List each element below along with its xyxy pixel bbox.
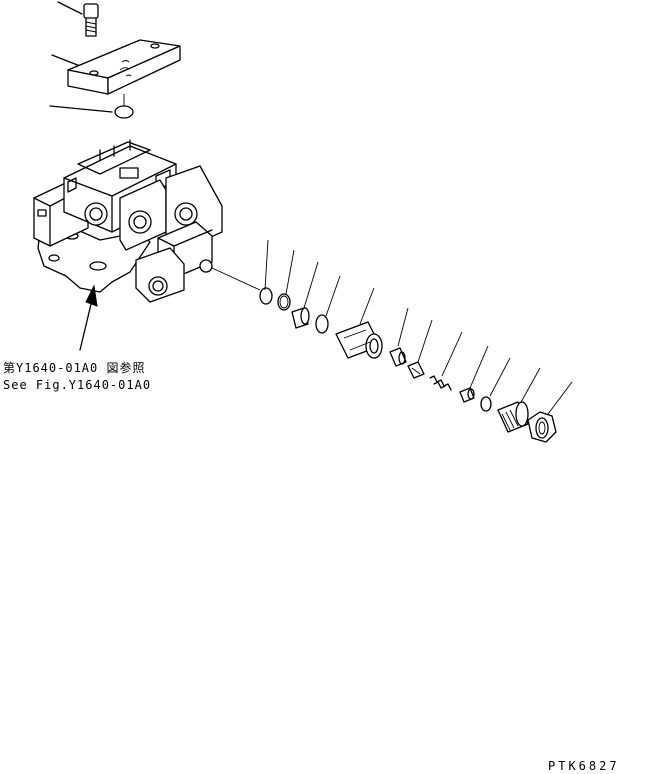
o-ring-1: [259, 239, 273, 305]
poppet: [407, 319, 433, 379]
bolt-part: [57, 1, 99, 37]
plate-o-ring-part: [49, 94, 134, 119]
reference-label-jp: 第Y1640-01A0 図参照: [3, 361, 146, 375]
o-ring-3: [480, 357, 511, 412]
valve-body-part: [33, 139, 261, 303]
drawing-code: PTK6827: [548, 759, 620, 773]
reference-arrow: [79, 284, 98, 351]
spool: [389, 307, 409, 367]
o-ring-2: [315, 275, 341, 334]
seat: [459, 345, 489, 403]
plug: [291, 261, 319, 329]
nut: [527, 381, 573, 443]
plate-part: [51, 39, 181, 95]
spring: [429, 331, 463, 391]
sleeve: [335, 287, 383, 359]
backup-ring: [277, 249, 295, 311]
reference-label-en: See Fig.Y1640-01A0: [3, 378, 152, 392]
adjusting-screw: [497, 367, 541, 433]
